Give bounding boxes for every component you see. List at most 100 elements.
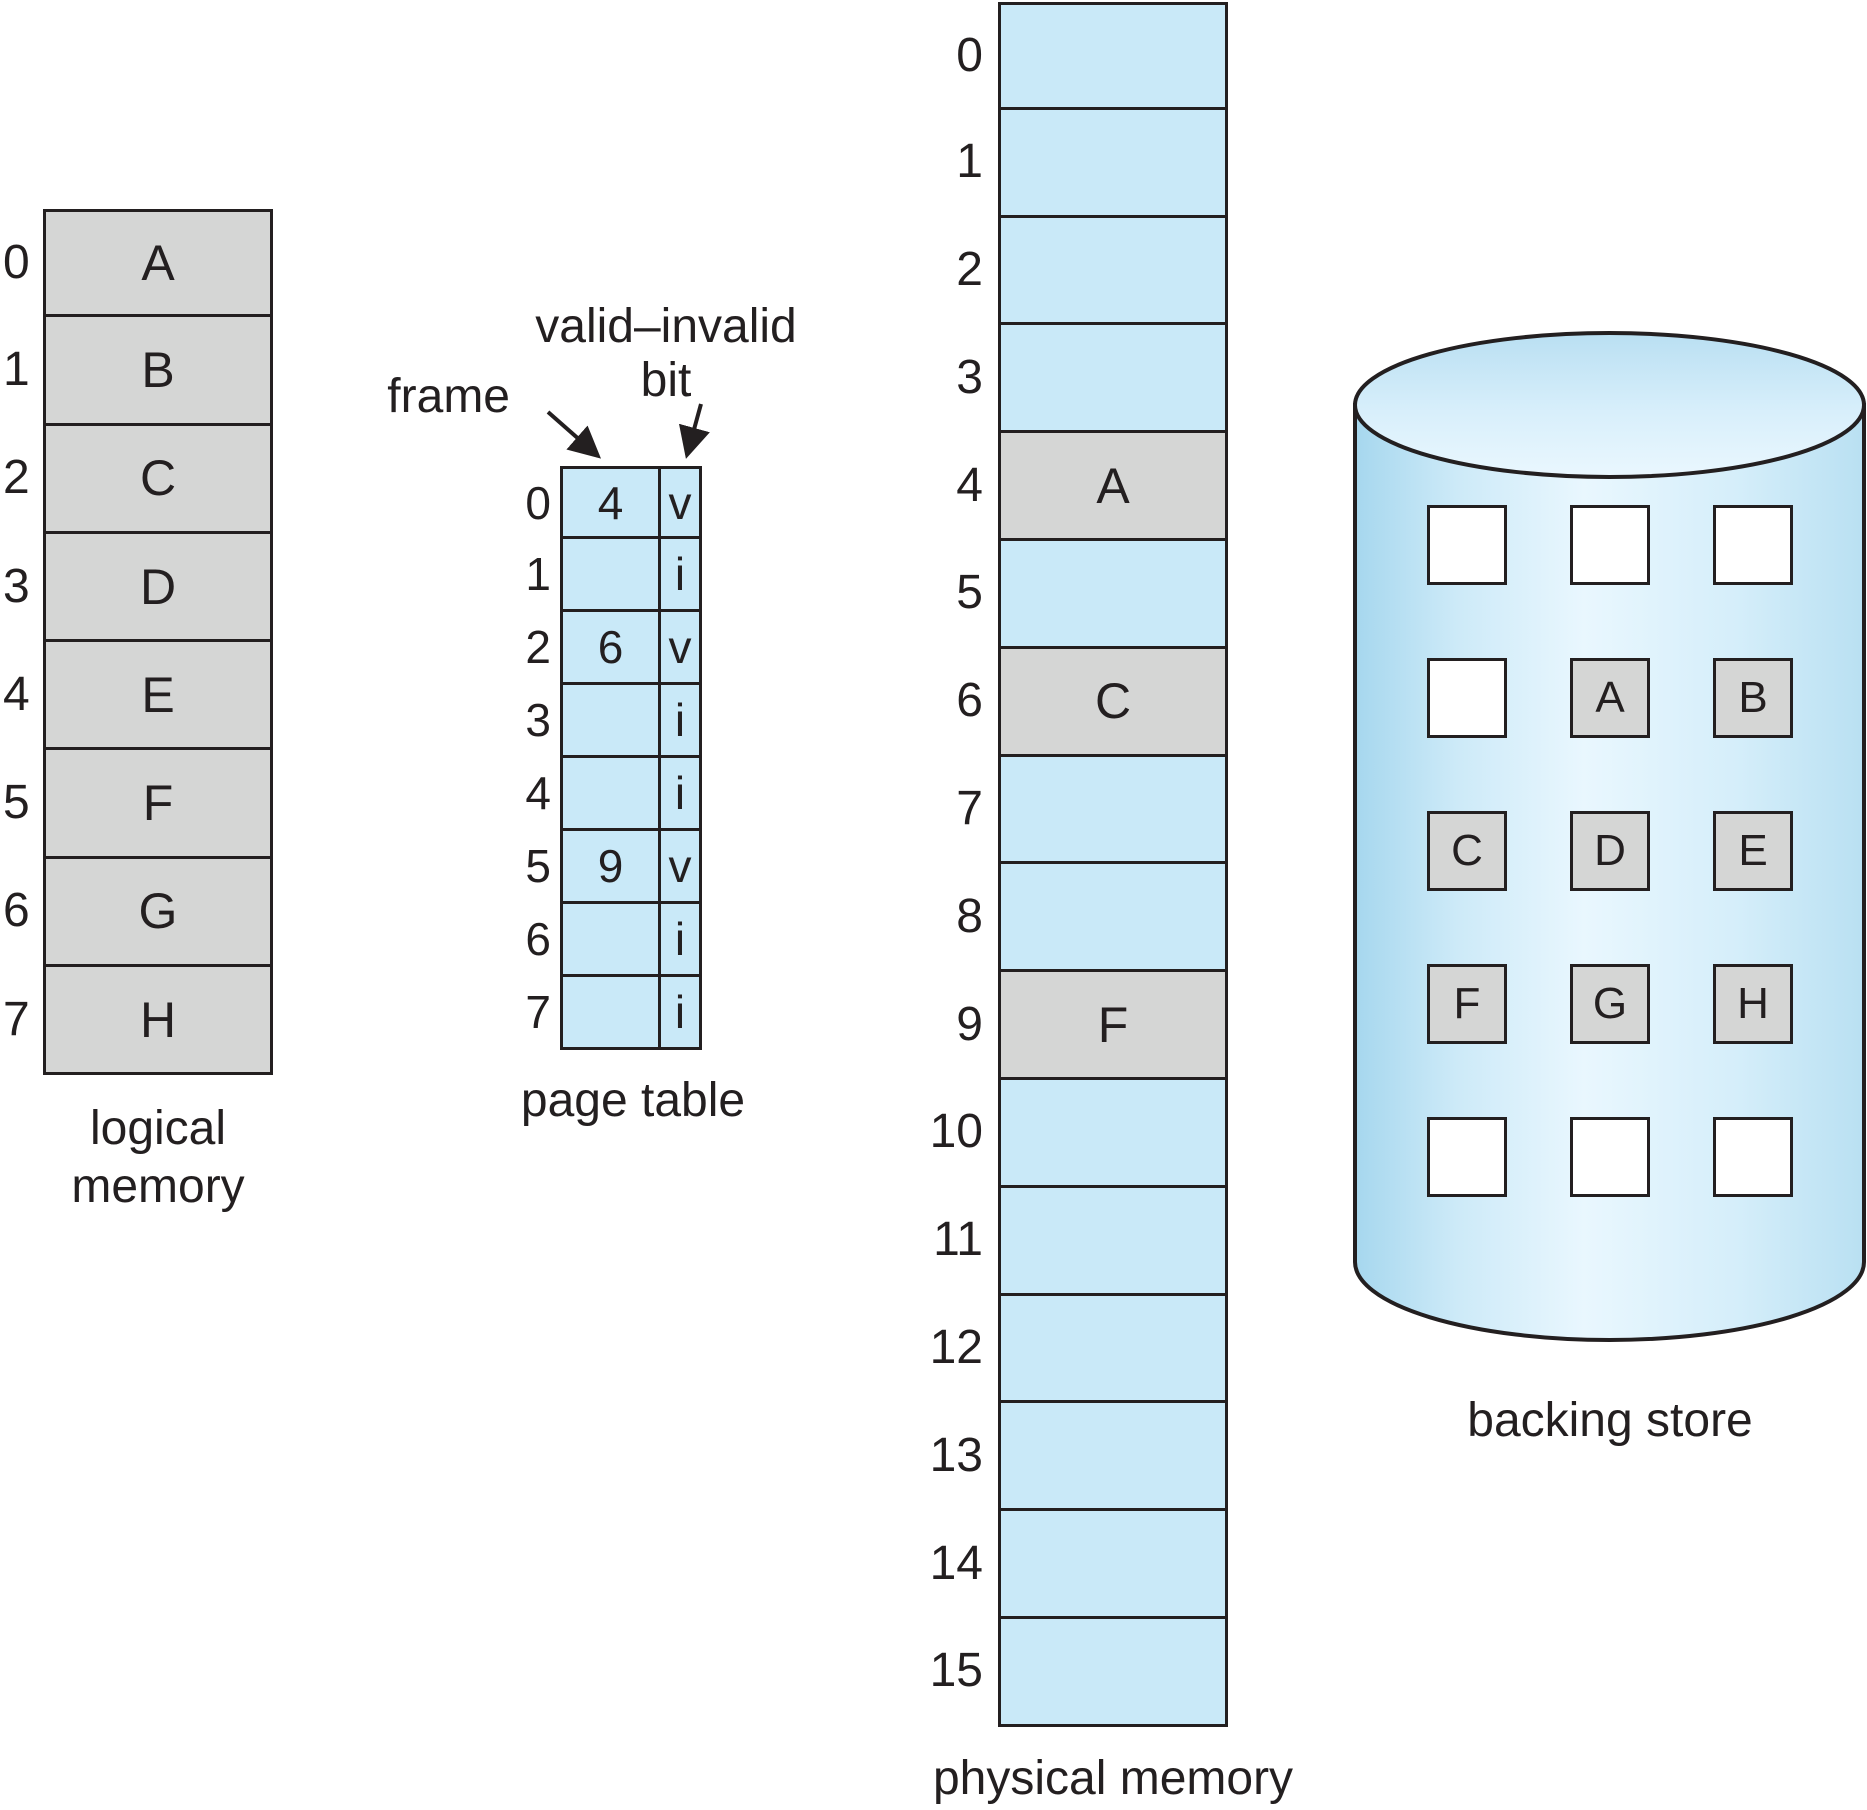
backing-store-cell [1427, 505, 1507, 585]
backing-store-cell [1427, 658, 1507, 738]
logical-memory-row: 4 E [3, 642, 273, 751]
valid-bit-cell: v [658, 831, 699, 901]
backing-store-cell [1713, 1117, 1793, 1197]
row-index-label: 11 [933, 1213, 983, 1267]
physical-memory-row: 0 [956, 2, 1228, 110]
row-index-label: 1 [3, 342, 30, 396]
logical-memory-row: 2 C [3, 425, 273, 534]
row-index-label: 6 [956, 674, 983, 728]
physical-memory-row: 6 C [956, 648, 1228, 757]
physical-memory-row: 15 [930, 1618, 1228, 1727]
frame-cell [563, 539, 658, 609]
physical-memory-row: 8 [956, 864, 1228, 973]
valid-bit-cell: i [658, 758, 699, 828]
frame-cell: 6 [597, 621, 624, 673]
backing-store-cell: G [1570, 964, 1650, 1044]
valid-bit-cell: v [658, 612, 699, 682]
page-table-row: 6 i [525, 904, 702, 977]
row-index-label: 13 [929, 1428, 983, 1482]
page-letter: D [139, 558, 177, 615]
row-index-label: 0 [525, 476, 551, 529]
page-table: 0 4 v 1 i 2 6 v 3 i 4 i 5 9 v 6 i 7 [525, 466, 702, 1050]
row-index-label: 7 [3, 992, 30, 1046]
backing-store-label: backing store [1467, 1394, 1753, 1447]
valid-bit-cell: i [658, 977, 699, 1047]
row-index-label: 7 [525, 986, 551, 1038]
page-table-row: 7 i [525, 977, 702, 1050]
frame-cell: 9 [597, 840, 624, 892]
physical-memory-row: 1 [956, 109, 1228, 218]
row-index-label: 0 [3, 236, 30, 290]
page-table-row: 5 9 v [525, 831, 702, 904]
page-table-row: 3 i [525, 685, 702, 758]
physical-memory-row: 4 A [956, 433, 1228, 541]
backing-store-cell: H [1713, 964, 1793, 1044]
row-index-label: 7 [956, 781, 983, 835]
physical-memory-row: 7 [956, 756, 1228, 865]
row-index-label: 14 [929, 1536, 983, 1590]
frame-cell [563, 685, 658, 755]
row-index-label: 3 [525, 694, 551, 746]
frame-column-label: frame [387, 370, 510, 423]
backing-store-cell: C [1427, 811, 1507, 891]
cylinder-top [1353, 331, 1866, 479]
row-index-label: 5 [525, 840, 551, 892]
page-letter: A [141, 235, 175, 292]
bit-arrow [678, 403, 710, 459]
row-index-label: 4 [3, 667, 30, 721]
frame-cell: 4 [597, 476, 624, 529]
backing-store-cell [1570, 505, 1650, 585]
row-index-label: 4 [956, 458, 983, 512]
row-index-label: 15 [929, 1644, 983, 1698]
physical-memory-table: 0 1 2 3 4 A 5 6 C 7 8 9 F [930, 2, 1228, 1727]
row-index-label: 9 [956, 997, 983, 1051]
frame-content: A [1096, 457, 1130, 514]
row-index-label: 2 [525, 621, 551, 673]
row-index-label: 0 [956, 28, 983, 82]
row-index-label: 1 [956, 135, 983, 189]
logical-memory-row: 1 B [3, 317, 273, 426]
valid-bit-cell: i [658, 539, 699, 609]
logical-memory-row: 6 G [3, 858, 273, 968]
logical-memory-row: 0 A [3, 209, 273, 318]
physical-memory-row: 14 [930, 1511, 1228, 1619]
frame-cell [563, 977, 658, 1047]
physical-memory-row: 5 [956, 540, 1228, 649]
row-index-label: 10 [929, 1105, 983, 1159]
page-letter: B [141, 341, 175, 398]
logical-memory-row: 7 H [3, 967, 273, 1076]
row-index-label: 3 [3, 559, 30, 613]
page-table-row: 4 i [525, 758, 702, 831]
row-index-label: 8 [956, 889, 983, 943]
valid-bit-cell: i [658, 685, 699, 755]
backing-store-cell: B [1713, 658, 1793, 738]
row-index-label: 3 [956, 350, 983, 404]
frame-content: F [1097, 996, 1129, 1053]
logical-memory-label: logical memory [71, 1102, 245, 1213]
row-index-label: 5 [956, 566, 983, 620]
backing-store-cell: A [1570, 658, 1650, 738]
page-letter: F [142, 775, 174, 832]
valid-bit-cell: i [658, 904, 699, 974]
page-table-row: 2 6 v [525, 612, 702, 685]
physical-memory-label: physical memory [932, 1752, 1294, 1805]
page-letter: E [141, 666, 175, 723]
backing-store-grid: A B C D E F G H [1427, 505, 1793, 1197]
backing-store-cell [1427, 1117, 1507, 1197]
row-index-label: 1 [525, 548, 551, 600]
physical-memory-row: 9 F [956, 972, 1228, 1080]
physical-memory-row: 12 [930, 1295, 1228, 1404]
physical-memory-row: 13 [930, 1403, 1228, 1512]
physical-memory-row: 2 [956, 217, 1228, 326]
page-letter: G [138, 883, 178, 940]
frame-content: C [1094, 673, 1132, 730]
frame-cell [563, 904, 658, 974]
row-index-label: 2 [956, 242, 983, 296]
valid-invalid-bit-label: valid–invalid bit [535, 300, 797, 407]
logical-memory-table: 0 A 1 B 2 C 3 D 4 E 5 F 6 G 7 H [3, 209, 273, 1076]
row-index-label: 6 [3, 884, 30, 938]
logical-memory-row: 5 F [3, 750, 273, 859]
physical-memory-row: 11 [933, 1187, 1228, 1296]
page-table-label: page table [520, 1074, 746, 1127]
